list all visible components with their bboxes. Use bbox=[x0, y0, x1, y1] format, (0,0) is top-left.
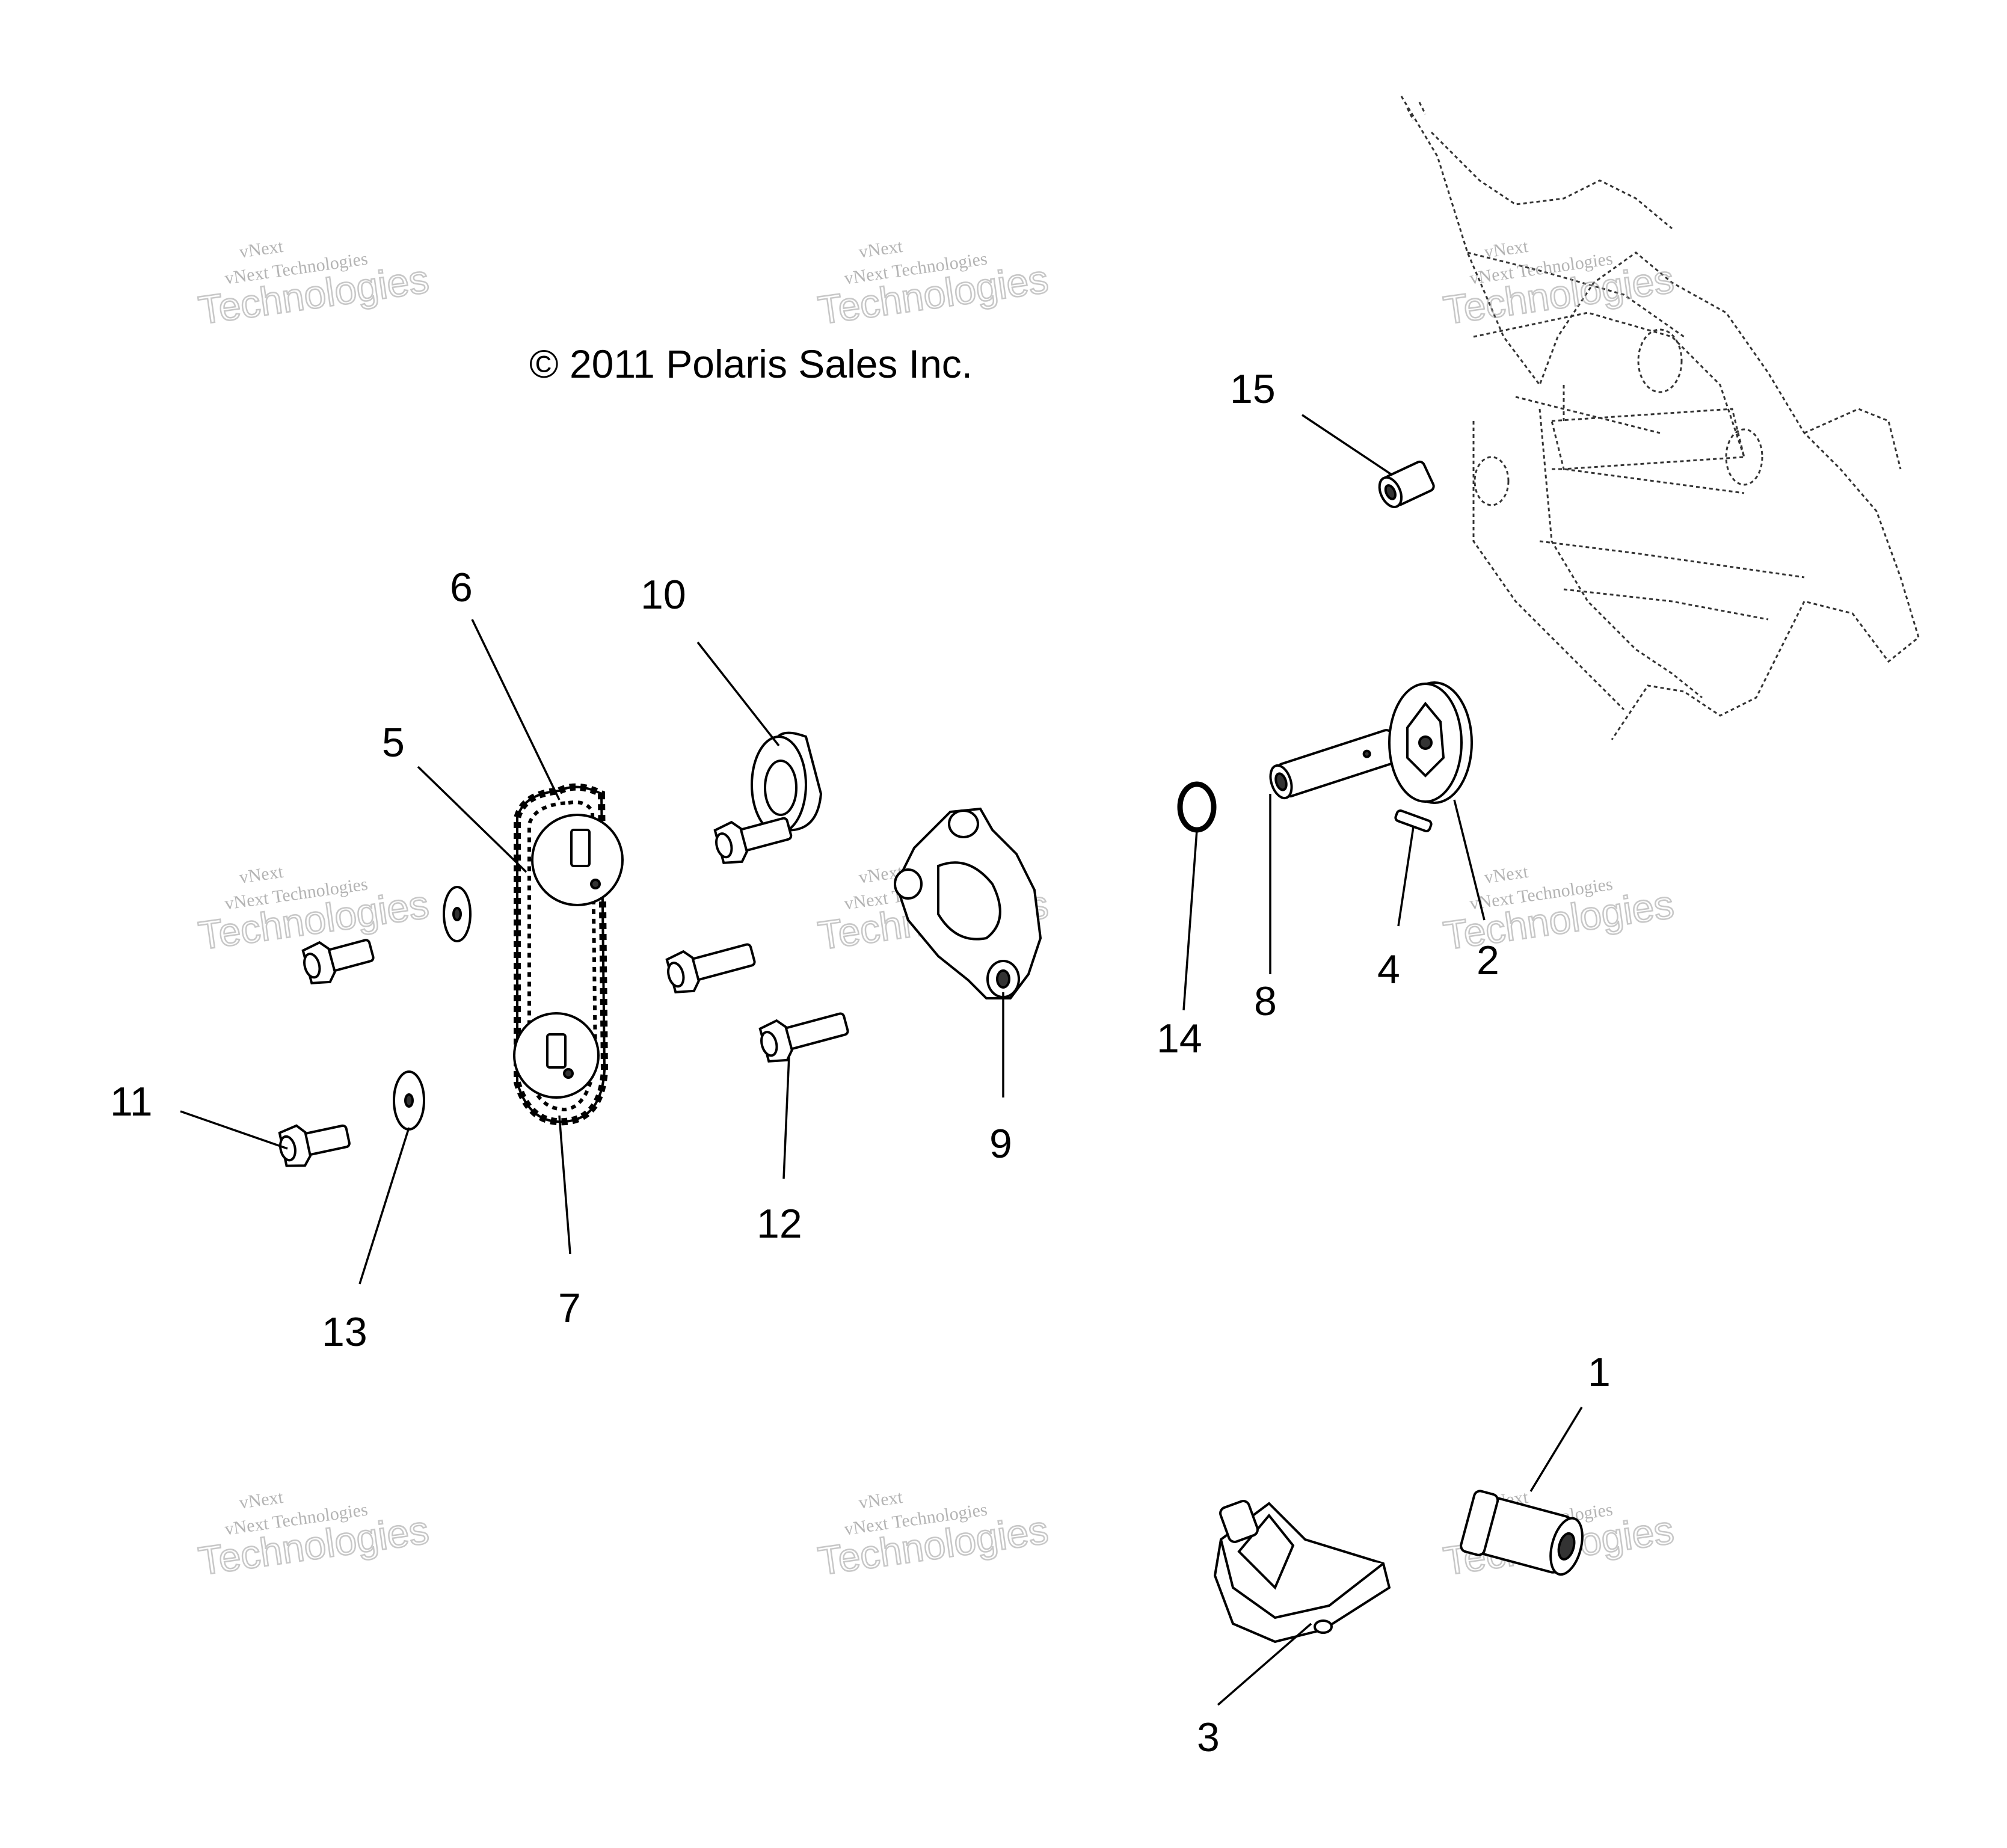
leader-10 bbox=[696, 641, 780, 747]
callout-3: 3 bbox=[1197, 1714, 1220, 1760]
part-3-oil-pickup bbox=[1213, 1500, 1391, 1644]
watermark: vNext vNext Technologies Technologies bbox=[814, 1487, 1051, 1584]
part-4-pin bbox=[1394, 809, 1433, 833]
leader-14 bbox=[1182, 829, 1198, 1011]
svg-text:vNext: vNext bbox=[1483, 236, 1530, 262]
svg-text:vNext: vNext bbox=[238, 862, 285, 888]
callout-15: 15 bbox=[1230, 366, 1276, 412]
leader-11 bbox=[180, 1110, 288, 1150]
watermark: vNext vNext Technologies Technologies bbox=[195, 862, 432, 959]
callout-14: 14 bbox=[1157, 1016, 1202, 1061]
flange-bolt-middle-upper bbox=[713, 817, 793, 864]
part-10-spacer bbox=[751, 731, 823, 834]
leader-5 bbox=[417, 766, 527, 873]
part-2-rotor bbox=[1388, 681, 1473, 804]
watermark: vNext vNext Technologies Technologies bbox=[1440, 862, 1677, 959]
leader-2 bbox=[1453, 799, 1486, 921]
callout-8: 8 bbox=[1254, 978, 1277, 1024]
part-8-shaft bbox=[1269, 729, 1401, 800]
leader-3 bbox=[1217, 1622, 1312, 1706]
part-5-washer bbox=[443, 886, 472, 942]
leader-15 bbox=[1302, 414, 1393, 476]
callout-2: 2 bbox=[1477, 938, 1499, 983]
watermark: vNext vNext Technologies Technologies bbox=[1440, 236, 1677, 333]
callout-1: 1 bbox=[1588, 1349, 1611, 1395]
callout-4: 4 bbox=[1377, 947, 1400, 992]
callout-9: 9 bbox=[989, 1121, 1012, 1167]
part-14-snap-ring bbox=[1177, 781, 1217, 833]
part-13-washer bbox=[393, 1070, 425, 1131]
svg-text:vNext: vNext bbox=[238, 1487, 285, 1513]
svg-text:vNext: vNext bbox=[1483, 862, 1530, 888]
watermark: vNext vNext Technologies Technologies bbox=[195, 236, 432, 333]
leader-7 bbox=[558, 1115, 571, 1254]
callout-12: 12 bbox=[757, 1201, 802, 1247]
part-6-7-chain-and-sprockets bbox=[513, 783, 624, 1126]
part-1-tube bbox=[1460, 1490, 1584, 1576]
leader-6 bbox=[471, 619, 561, 800]
copyright-text: © 2011 Polaris Sales Inc. bbox=[529, 342, 973, 386]
callout-6: 6 bbox=[450, 565, 473, 610]
svg-text:vNext: vNext bbox=[858, 236, 905, 262]
svg-text:vNext: vNext bbox=[858, 1487, 905, 1513]
leader-lines bbox=[180, 414, 1583, 1706]
flange-bolt-middle-lower bbox=[665, 943, 756, 993]
engine-block-outline bbox=[1400, 96, 1920, 740]
leader-12 bbox=[782, 1055, 790, 1179]
leader-1 bbox=[1529, 1407, 1583, 1492]
leader-13 bbox=[358, 1127, 410, 1285]
callout-labels: 15 6 10 5 11 13 7 12 9 14 8 4 2 1 3 bbox=[110, 366, 1611, 1760]
callout-11: 11 bbox=[110, 1079, 153, 1125]
watermark: vNext vNext Technologies Technologies bbox=[814, 236, 1051, 333]
part-15-bushing bbox=[1378, 460, 1435, 508]
watermark: vNext vNext Technologies Technologies bbox=[195, 1487, 432, 1584]
part-11-flange-bolt bbox=[278, 1124, 351, 1167]
callout-5: 5 bbox=[382, 720, 405, 766]
callout-13: 13 bbox=[322, 1309, 367, 1355]
svg-text:vNext: vNext bbox=[238, 236, 285, 262]
callout-10: 10 bbox=[641, 572, 686, 618]
leader-4 bbox=[1397, 826, 1415, 927]
part-9-pump-cover bbox=[894, 807, 1042, 999]
part-12-flange-bolt bbox=[758, 1012, 849, 1063]
flange-bolt-upper-left bbox=[301, 939, 375, 984]
callout-7: 7 bbox=[558, 1285, 581, 1331]
